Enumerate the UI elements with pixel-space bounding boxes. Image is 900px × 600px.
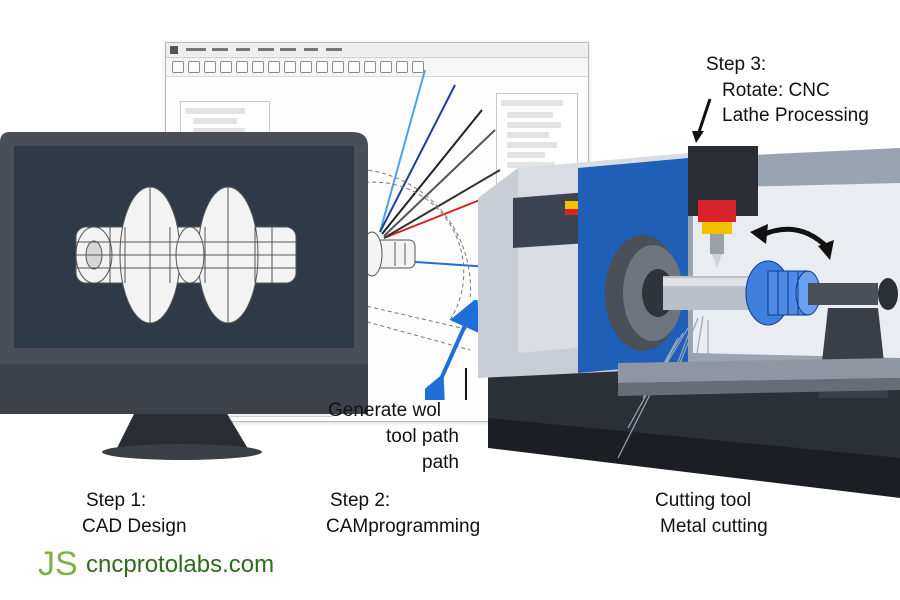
step1-subtitle: CAD Design [82, 516, 187, 537]
js-logo-icon: JS [38, 545, 78, 583]
toolpath-label-line2: tool path [386, 426, 459, 447]
cutting-label-line2: Metal cutting [660, 516, 768, 537]
toolpath-label-line1: Generate wol [328, 400, 442, 421]
step3-line3: Lathe Processing [722, 105, 869, 126]
cutting-label-line1: Cutting tool [655, 490, 752, 511]
step3-title: Step 3: [706, 54, 767, 75]
tailstock [808, 283, 878, 305]
cad-monitor [0, 132, 368, 460]
double-arrow-icon [425, 300, 480, 400]
pointer-arrow-icon [692, 98, 712, 143]
step1-title: Step 1: [86, 490, 147, 511]
wireframe-part-icon [75, 186, 297, 324]
lathe-control-panel [513, 192, 588, 248]
step2-title: Step 2: [330, 490, 391, 511]
cam-menubar [166, 43, 588, 58]
svg-text:JS: JS [38, 545, 78, 583]
step2-subtitle: CAMprogramming [326, 516, 481, 537]
cnc-lathe-machine [478, 146, 900, 498]
brand-url: cncprotolabs.com [86, 551, 275, 578]
toolpath-label-line3: path [422, 452, 459, 473]
cam-toolbar [166, 58, 588, 77]
step3-line2: Rotate: CNC [722, 80, 830, 101]
